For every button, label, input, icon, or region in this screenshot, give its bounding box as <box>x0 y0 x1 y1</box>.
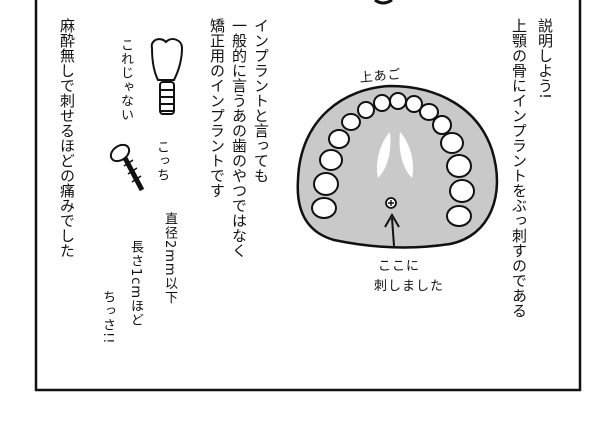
tooth <box>311 197 337 219</box>
narration-col-4-wrap: 一般的に言うあの歯のやつではなく <box>230 18 248 258</box>
pointer-arrow <box>391 217 395 247</box>
narration-column: 説明しよう! <box>536 18 554 100</box>
tooth <box>446 205 472 227</box>
narration-col-6-wrap: 麻酔無しで刺せるほどの痛みでした <box>58 18 76 258</box>
tooth <box>319 149 343 171</box>
pointer-label-line-2: 刺しました <box>374 279 444 294</box>
narration-column: 矯正用のインプラントです <box>208 18 226 198</box>
tooth <box>328 129 350 149</box>
tooth <box>440 132 464 154</box>
spec-note: 長さ1cmほど <box>128 240 143 328</box>
teeth-arch <box>311 92 475 227</box>
tooth <box>419 103 439 121</box>
jaw-label: 上あご <box>359 66 402 86</box>
palate-highlight-right <box>399 132 414 178</box>
tooth <box>357 101 375 119</box>
implant-point-cross <box>388 200 394 206</box>
spec-note: ちっさ!! <box>100 290 115 345</box>
tooth <box>405 95 423 113</box>
tooth <box>341 113 361 131</box>
dental-implant-illustration <box>150 38 184 115</box>
narration-col-1-wrap: 説明しよう! <box>536 18 554 100</box>
upper-jaw-illustration <box>296 84 499 249</box>
tooth <box>432 115 452 135</box>
spec-note: 直径2mm以下 <box>162 212 177 305</box>
narration-column: 上顎の骨にインプラントをぶっ刺すのである <box>510 18 528 318</box>
not-this-label-wrap: これじゃない <box>118 38 133 122</box>
implant-crown <box>150 38 184 81</box>
narration-column: インプラントと言っても <box>252 18 270 183</box>
narration-col-5-wrap: 矯正用のインプラントです <box>208 18 226 198</box>
spec-note-2-wrap: 長さ1cmほど <box>128 240 143 328</box>
tooth <box>449 179 475 203</box>
spec-note-1-wrap: 直径2mm以下 <box>162 212 177 305</box>
top-edge-mark <box>374 0 393 5</box>
pointer-arrow-head <box>384 213 400 228</box>
screw-thread <box>123 159 142 183</box>
narration-column: 一般的に言うあの歯のやつではなく <box>230 18 248 258</box>
spec-note-3-wrap: ちっさ!! <box>100 290 115 345</box>
pointer-label-line-1: ここに <box>378 259 420 274</box>
tooth <box>446 154 472 178</box>
implant-thread <box>160 89 174 112</box>
this-label: こっち <box>154 140 169 182</box>
tooth <box>373 94 391 112</box>
narration-col-3-wrap: インプラントと言っても <box>252 18 270 183</box>
palate-highlight-left <box>376 132 391 178</box>
narration-col-2-wrap: 上顎の骨にインプラントをぶっ刺すのである <box>510 18 528 318</box>
tooth <box>389 92 407 110</box>
mini-screw-illustration <box>109 143 145 192</box>
this-label-wrap: こっち <box>154 140 169 182</box>
not-this-label: これじゃない <box>118 38 133 122</box>
narration-column: 麻酔無しで刺せるほどの痛みでした <box>58 18 76 258</box>
tooth <box>313 172 339 196</box>
